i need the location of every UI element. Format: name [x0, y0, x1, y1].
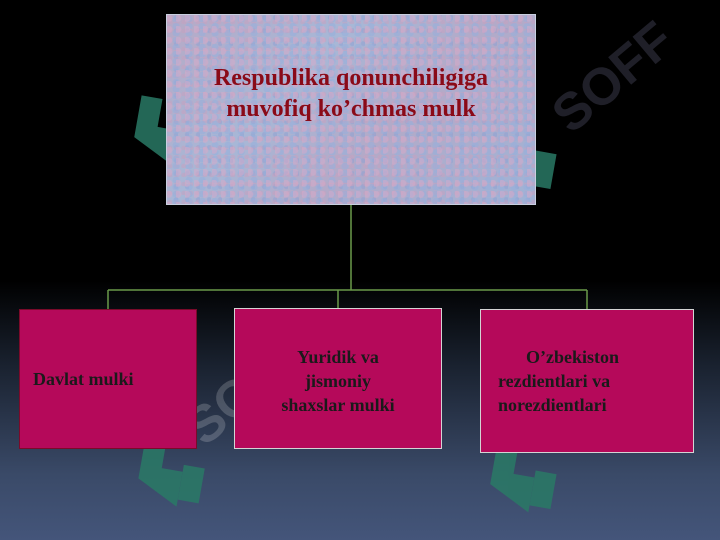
child-node-label: Davlat mulki [33, 369, 134, 389]
child-node-line-2: jismoniy [304, 371, 371, 391]
root-node: Respublika qonunchiligiga muvofiq ko’chm… [166, 14, 536, 205]
root-node-title: Respublika qonunchiligiga muvofiq ko’chm… [167, 63, 535, 125]
root-title-line-2: muvofiq ko’chmas mulk [226, 96, 476, 122]
root-title-line-1: Respublika qonunchiligiga [213, 65, 489, 91]
child-node-yuridik: Yuridik va jismoniy shaxslar mulki [234, 308, 442, 449]
child-node-line-1: O’zbekiston [526, 347, 620, 367]
child-node-davlat: Davlat mulki [19, 309, 197, 449]
child-node-line-1: Yuridik va [297, 347, 379, 367]
child-node-line-2: rezdientlari va [498, 371, 611, 391]
child-node-line-3: shaxslar mulki [281, 395, 395, 415]
child-node-line-3: norezdientlari [498, 395, 607, 415]
child-node-ozbekiston: O’zbekiston rezdientlari va norezdientla… [480, 309, 694, 453]
